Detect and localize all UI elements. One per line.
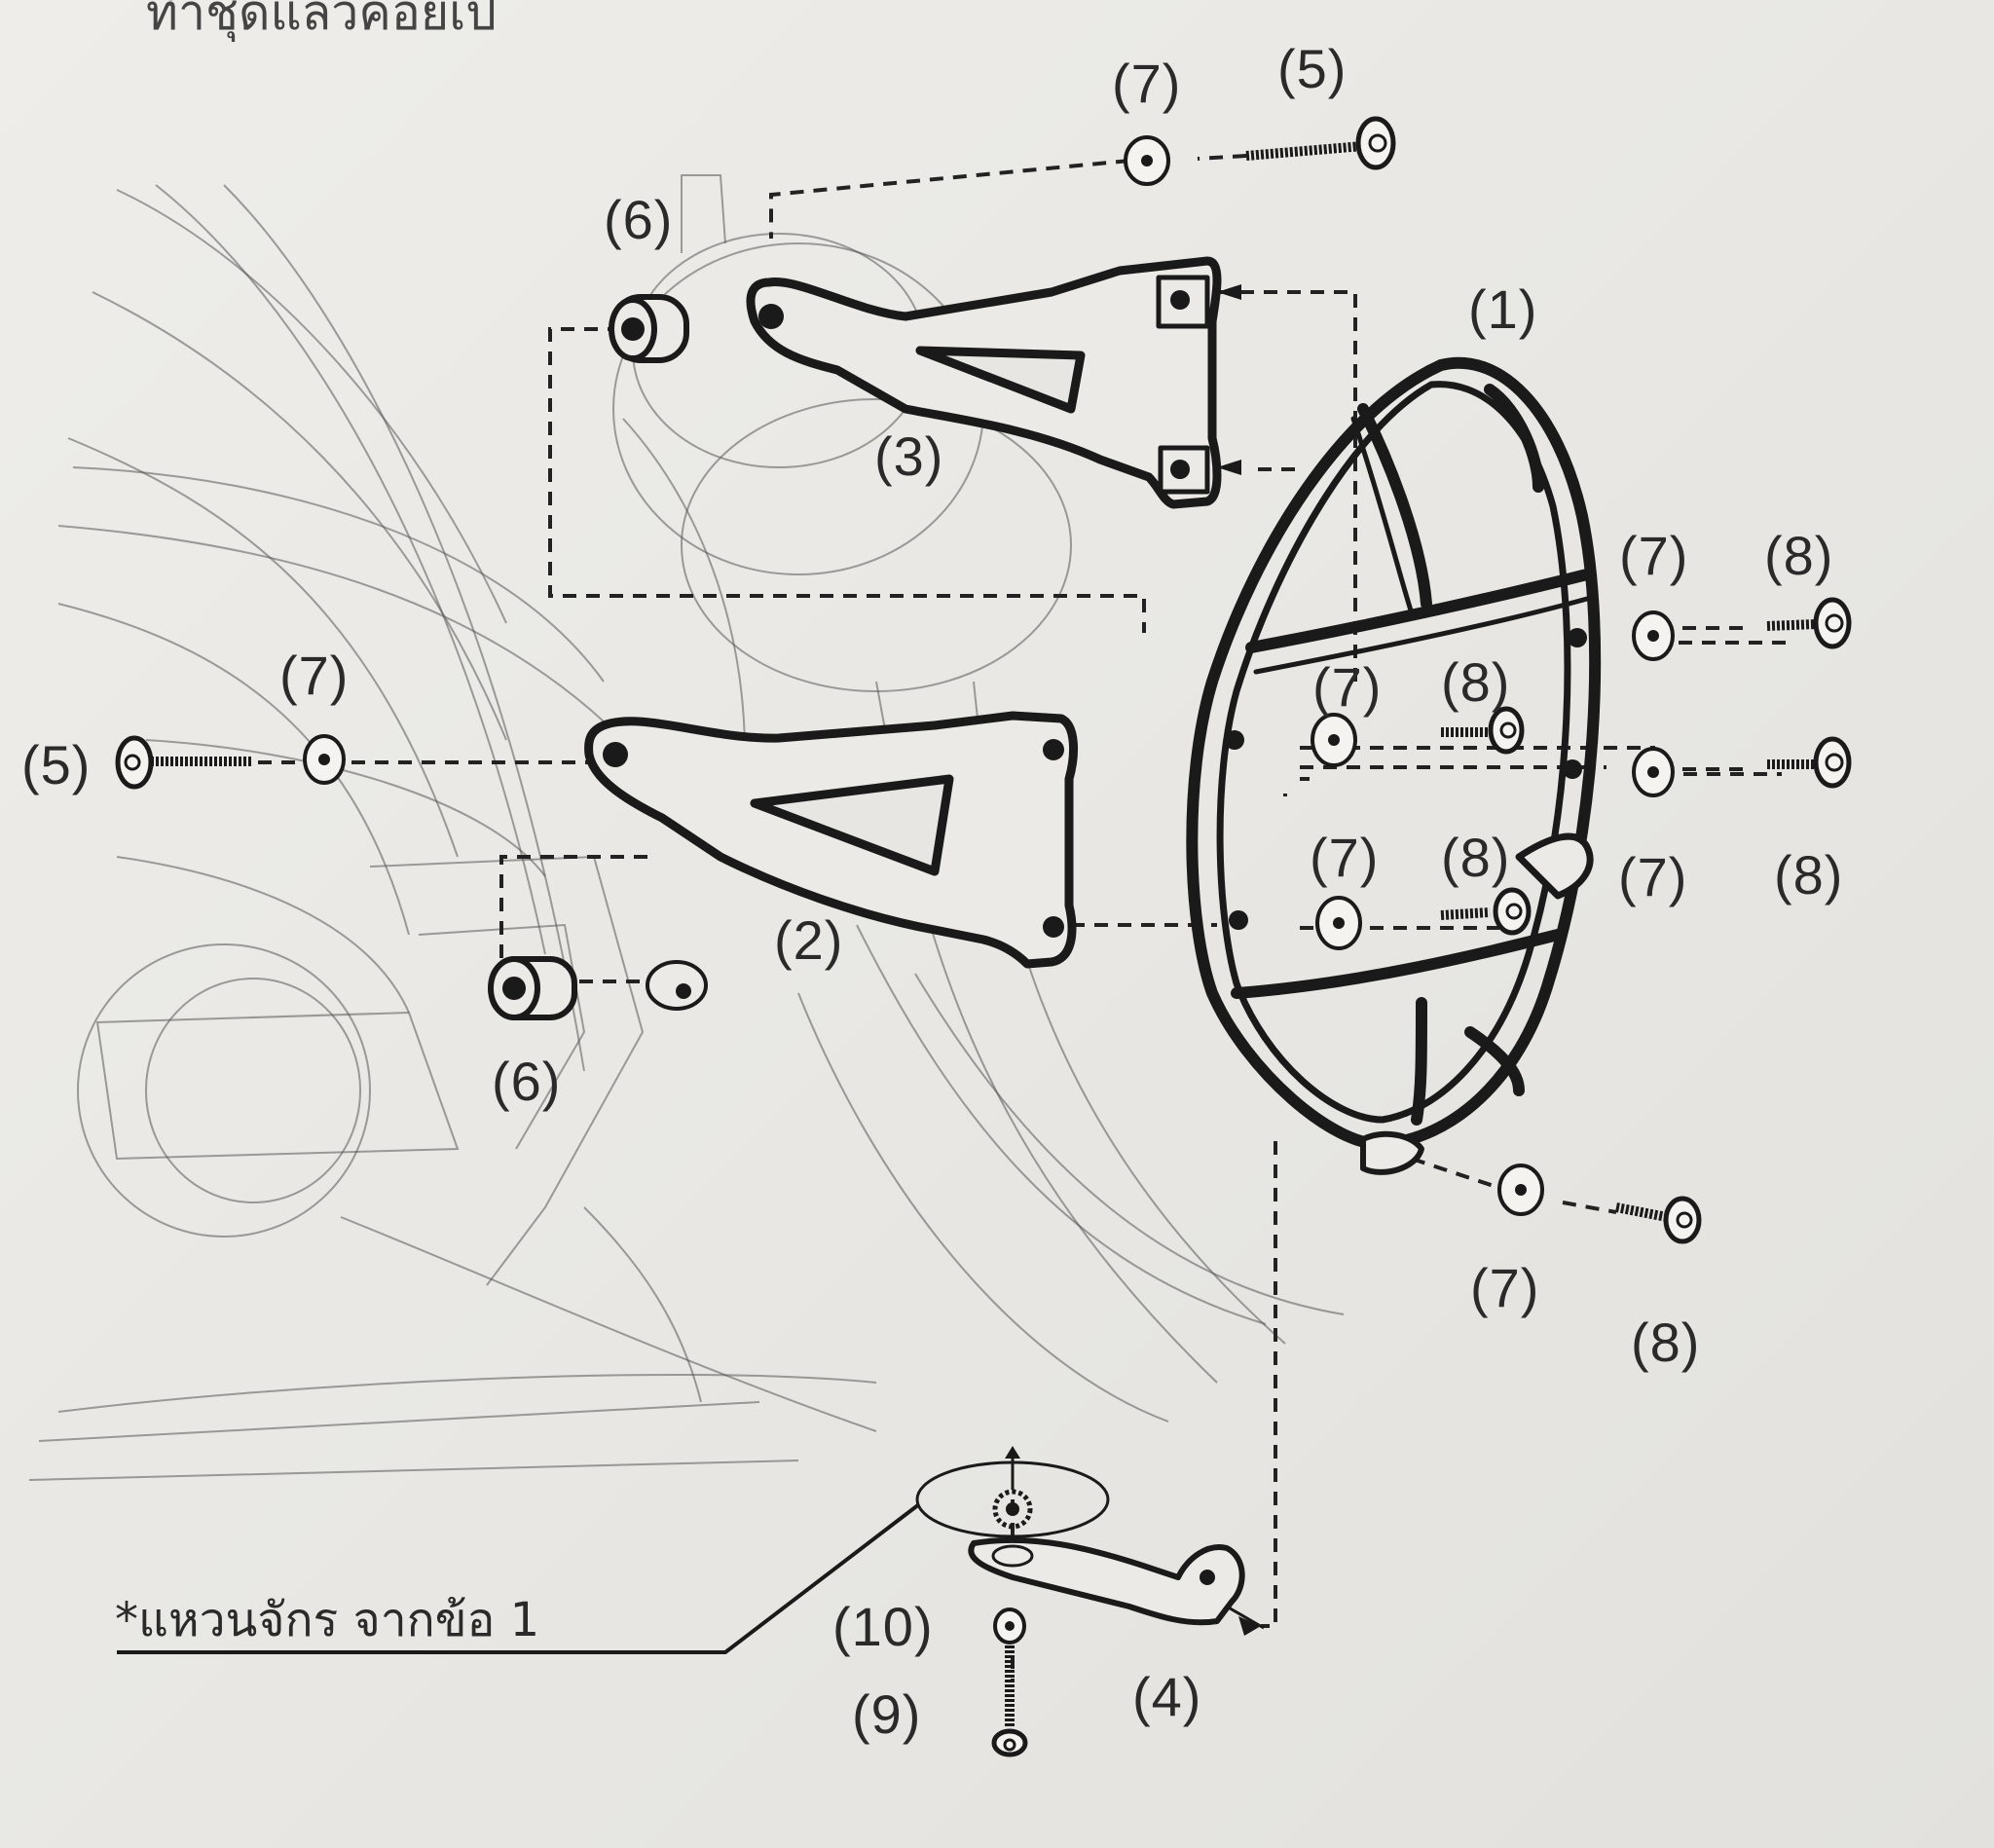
callout-7-right-upper: (7) [1619, 525, 1688, 586]
bolt-right-lower-part-8 [1767, 736, 1852, 789]
callout-labels: (1) (2) (3) (4) (5) (5) (6) (6) (7) (7) … [21, 38, 1843, 1745]
callout-2: (2) [774, 909, 843, 971]
assembly-guide-lines [258, 154, 1791, 1680]
spacer-lower-part-6 [488, 956, 708, 1020]
callout-7-right-lower: (7) [1618, 846, 1687, 907]
bolt-bottom-right-part-8 [1615, 1196, 1702, 1244]
washer-bottom-right-part-7 [1497, 1164, 1544, 1216]
callout-7-mid-lower: (7) [1310, 827, 1379, 888]
background-motorcycle-outline [28, 174, 1345, 1481]
callout-4: (4) [1132, 1666, 1201, 1727]
callout-6-upper: (6) [604, 189, 673, 250]
washer-right-upper-part-7 [1632, 610, 1675, 661]
lower-bracket-part-2 [584, 711, 1078, 969]
washer-right-lower-part-7 [1632, 747, 1675, 797]
callout-8-bottom: (8) [1631, 1312, 1700, 1373]
lower-tab-bracket-part-4 [968, 1536, 1245, 1626]
callout-1: (1) [1468, 278, 1537, 340]
washer-part-10 [993, 1608, 1026, 1645]
bolt-top-part-5 [1245, 116, 1396, 170]
bolt-mid-upper-part-8 [1441, 706, 1525, 755]
callout-6-lower: (6) [492, 1051, 561, 1112]
bolt-mid-lower-part-8 [1440, 887, 1532, 936]
callout-7-left: (7) [279, 645, 349, 706]
callout-5-left: (5) [21, 734, 91, 795]
star-washer-note: *แหวนจักร จากข้อ 1 [115, 1593, 539, 1647]
header-text-fragment: ทำชุดแล้วค่อยเป [146, 0, 497, 42]
callout-10: (10) [832, 1596, 934, 1657]
callout-7-top: (7) [1112, 53, 1181, 114]
bolt-part-9 [991, 1645, 1028, 1757]
callout-9: (9) [852, 1683, 921, 1745]
washer-left-part-7 [303, 734, 346, 785]
callout-8-right-lower: (8) [1774, 844, 1843, 906]
washer-mid-upper-part-7 [1311, 713, 1357, 767]
callout-5-top: (5) [1277, 38, 1347, 99]
upper-bracket-part-3 [746, 256, 1222, 509]
callout-8-mid-upper: (8) [1441, 651, 1510, 713]
star-washer-detail [117, 1446, 1110, 1654]
bolt-right-upper-part-8 [1766, 597, 1852, 649]
callout-7-mid-upper: (7) [1312, 656, 1382, 718]
spacer-upper-part-6 [609, 294, 689, 363]
callout-8-right-upper: (8) [1764, 525, 1833, 586]
bolt-left-part-5 [115, 735, 253, 790]
headlight-guard-part-1 [1186, 356, 1602, 1175]
washer-mid-lower-part-7 [1315, 896, 1362, 950]
callout-8-mid-lower: (8) [1441, 827, 1510, 888]
assembly-arrows [1217, 284, 1265, 1636]
washer-top-part-7 [1124, 135, 1170, 186]
callout-7-bottom: (7) [1470, 1257, 1539, 1318]
callout-3: (3) [874, 425, 943, 487]
